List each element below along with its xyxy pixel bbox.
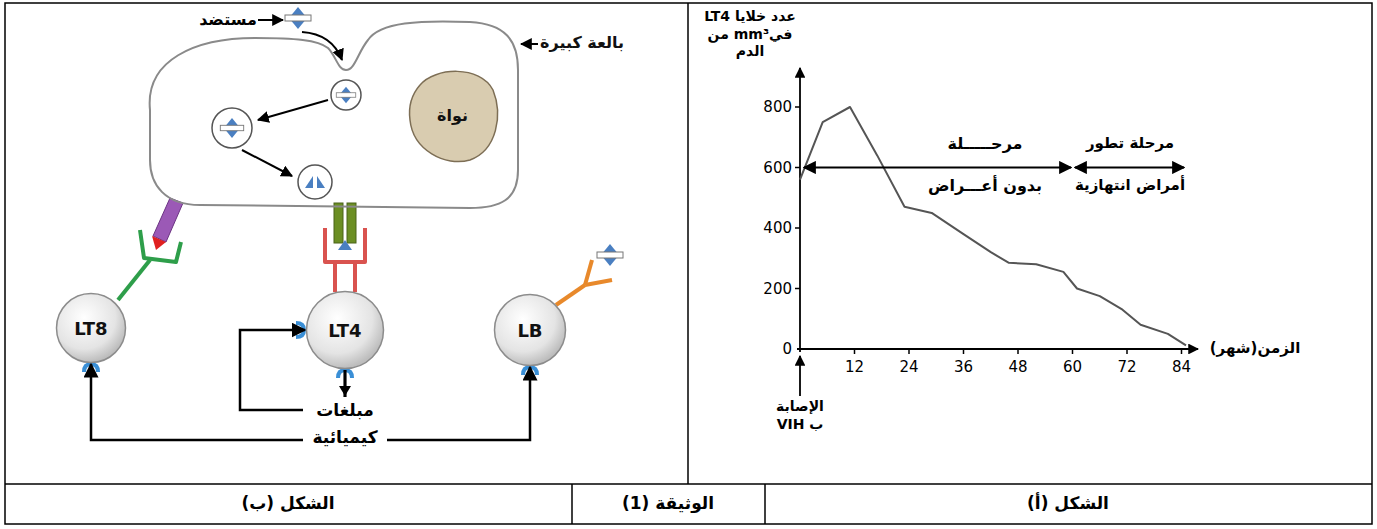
part-label: مستضد <box>188 10 268 30</box>
table-cell: الوثيقة (1) <box>578 493 758 514</box>
vesicle <box>298 165 332 199</box>
tick-label: 0 <box>748 340 792 359</box>
vesicle <box>212 108 252 148</box>
antibody-arm <box>585 260 592 285</box>
antigen-fragment <box>305 176 313 188</box>
antigen-bar <box>597 252 623 258</box>
antigen-bar <box>285 15 311 21</box>
x-tick <box>1072 349 1074 354</box>
x-axis <box>797 348 1198 350</box>
tick-label: 48 <box>998 358 1038 377</box>
x-tick <box>963 349 965 354</box>
cell-label: LB <box>517 320 542 341</box>
nucleus-shape <box>410 71 498 161</box>
x-tick <box>908 349 910 354</box>
phase-label: أمراض انتهازية <box>1060 176 1200 195</box>
antigen-icon <box>220 118 243 138</box>
tick-label: 60 <box>1053 358 1093 377</box>
antibody-stem <box>556 285 585 305</box>
tick-label: 200 <box>748 280 792 299</box>
table-cell: الشكل (ب) <box>188 493 388 514</box>
cell-circle <box>307 292 384 369</box>
cell-label: LT8 <box>74 318 107 339</box>
y-tick <box>795 106 800 108</box>
x-tick <box>1017 349 1019 354</box>
row-divider <box>5 483 1372 485</box>
table-cell: الشكل (أ) <box>968 493 1168 514</box>
table-frame <box>5 3 1372 524</box>
cell-nucleus: نواة <box>405 65 500 165</box>
y-tick <box>795 288 800 290</box>
process-arrow <box>258 100 328 120</box>
cell-divider <box>571 484 573 524</box>
nucleus-label: نواة <box>437 106 468 125</box>
tick-label: 12 <box>835 358 875 377</box>
tick-label: 84 <box>1162 358 1202 377</box>
x-tick <box>1126 349 1128 354</box>
y-tick <box>795 167 800 169</box>
cell-heading: بالعة كبيرة <box>540 33 624 52</box>
x-tick <box>854 349 856 354</box>
axis-title: عدد خلايا LT4 فيmm³ من الدم <box>694 8 806 61</box>
cell-label: LT4 <box>328 320 361 341</box>
tick-label: 800 <box>748 98 792 117</box>
phase-arrow <box>1075 166 1184 168</box>
antigen-fragment <box>317 176 325 188</box>
lymphocyte-cell: LB <box>493 293 567 367</box>
leader-arrow <box>521 43 538 45</box>
cell-membrane <box>150 21 518 208</box>
process-arrow <box>242 150 292 176</box>
part-label: مبلغات كيميائية <box>303 397 387 451</box>
antigen-icon <box>597 244 623 266</box>
tick-label: 24 <box>889 358 929 377</box>
antigen-icon <box>285 7 311 29</box>
cell-circle <box>57 294 126 363</box>
cell-divider <box>764 484 766 524</box>
antigen-bar <box>336 93 356 98</box>
phase-label: مرحلة تطور <box>1065 134 1195 153</box>
event-note: الإصابة ب VIH <box>768 398 832 433</box>
cell-circle <box>495 295 566 366</box>
lymphocyte-cell: LT4 <box>305 290 385 370</box>
axis-title: الزمن(شهر) <box>1195 339 1315 358</box>
macrophage-cell: بالعة كبيرةنواة <box>145 15 523 213</box>
tick-label: 36 <box>944 358 984 377</box>
t4-receptor-stem <box>353 262 357 292</box>
t8-receptor-stem <box>118 260 150 300</box>
tick-label: 72 <box>1107 358 1147 377</box>
tick-label: 600 <box>748 159 792 178</box>
x-tick <box>1181 349 1183 354</box>
panel-divider <box>687 3 689 484</box>
mhc-class2 <box>334 203 343 243</box>
phase-label: مرحـــــلة <box>905 134 1065 154</box>
t4-receptor <box>325 228 365 262</box>
presented-peptide <box>152 236 166 250</box>
phase-arrow <box>804 166 1071 168</box>
phase-label: بدون أعـــراض <box>900 176 1070 196</box>
mhc-class2 <box>347 203 356 243</box>
y-axis <box>799 68 801 352</box>
t4-receptor-stem <box>333 262 337 292</box>
infection-arrow <box>799 356 801 396</box>
antibody-arm <box>585 280 612 285</box>
t8-receptor <box>140 230 181 262</box>
mhc-class1 <box>153 198 183 242</box>
antigen-icon <box>336 87 356 104</box>
tick-label: 400 <box>748 219 792 238</box>
leader-arrow <box>258 19 283 21</box>
presented-peptide <box>338 240 352 250</box>
y-tick <box>795 227 800 229</box>
vesicle <box>331 80 361 110</box>
endocytosis-arrow <box>302 32 342 60</box>
antigen-bar <box>220 125 243 130</box>
lymphocyte-cell: LT8 <box>55 292 127 364</box>
